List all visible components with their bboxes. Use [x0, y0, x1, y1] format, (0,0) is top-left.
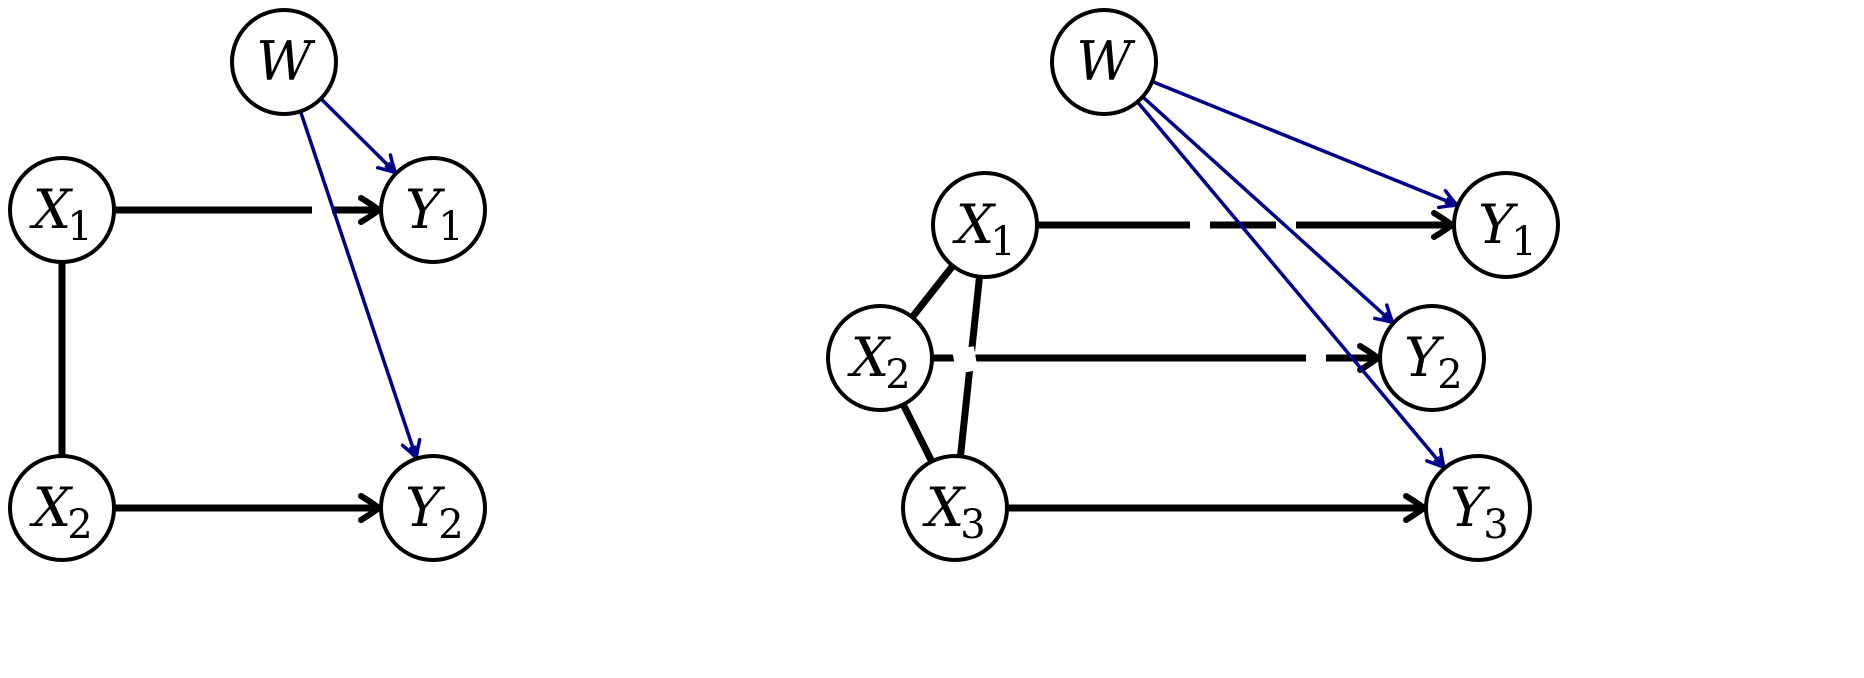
latent-edges [298, 97, 422, 462]
node-subscript: 2 [885, 352, 910, 398]
edge-x2-x3 [900, 402, 935, 464]
node-subscript: 1 [67, 204, 92, 250]
node-circle [230, 8, 338, 116]
node-x2: X2 [826, 304, 934, 412]
node-w: W [1050, 8, 1158, 116]
latent-edge-w-to-y1 [319, 97, 399, 176]
node-circle [379, 454, 487, 562]
node-circle [1050, 8, 1158, 116]
node-subscript: 1 [990, 219, 1015, 265]
node-circle [826, 304, 934, 412]
node-y2: Y2 [379, 454, 487, 562]
node-label: Y [405, 476, 445, 539]
edges [900, 210, 1458, 523]
node-y3: Y3 [1424, 454, 1532, 562]
node-x1: X1 [931, 171, 1039, 279]
node-circle [931, 171, 1039, 279]
node-subscript: 1 [438, 204, 463, 250]
node-label: W [256, 30, 316, 93]
node-subscript: 2 [1437, 352, 1462, 398]
node-subscript: 2 [67, 502, 92, 548]
node-y1: Y1 [1452, 171, 1560, 279]
node-w: W [230, 8, 338, 116]
node-subscript: 3 [960, 502, 985, 548]
node-circle [379, 156, 487, 264]
node-circle [901, 454, 1009, 562]
edge-x1-x2 [909, 263, 956, 320]
node-label: Y [1478, 193, 1518, 256]
node-label: X [952, 193, 997, 256]
latent-edge-w-to-y3 [1136, 100, 1447, 471]
node-label: Y [1404, 326, 1444, 389]
node-circle [8, 156, 116, 264]
node-circle [8, 454, 116, 562]
node-x3: X3 [901, 454, 1009, 562]
edges [58, 195, 385, 523]
node-subscript: 3 [1483, 502, 1508, 548]
node-label: X [29, 476, 74, 539]
node-label: Y [405, 178, 445, 241]
node-y1: Y1 [379, 156, 487, 264]
latent-edge-w-to-y2 [298, 110, 422, 462]
node-subscript: 1 [1511, 219, 1536, 265]
latent-edge-w-to-y2 [1141, 95, 1396, 326]
node-y2: Y2 [1378, 304, 1486, 412]
node-label: Y [1450, 476, 1490, 539]
latent-edges [1136, 79, 1461, 471]
node-label: X [29, 178, 74, 241]
node-circle [1424, 454, 1532, 562]
node-label: X [922, 476, 967, 539]
node-subscript: 2 [438, 502, 463, 548]
node-label: W [1076, 30, 1136, 93]
node-x1: X1 [8, 156, 116, 264]
node-circle [1452, 171, 1560, 279]
node-x2: X2 [8, 454, 116, 562]
node-label: X [847, 326, 892, 389]
node-circle [1378, 304, 1486, 412]
latent-edge-w-to-y1 [1151, 79, 1461, 210]
crossing-gap-3 [952, 346, 978, 374]
